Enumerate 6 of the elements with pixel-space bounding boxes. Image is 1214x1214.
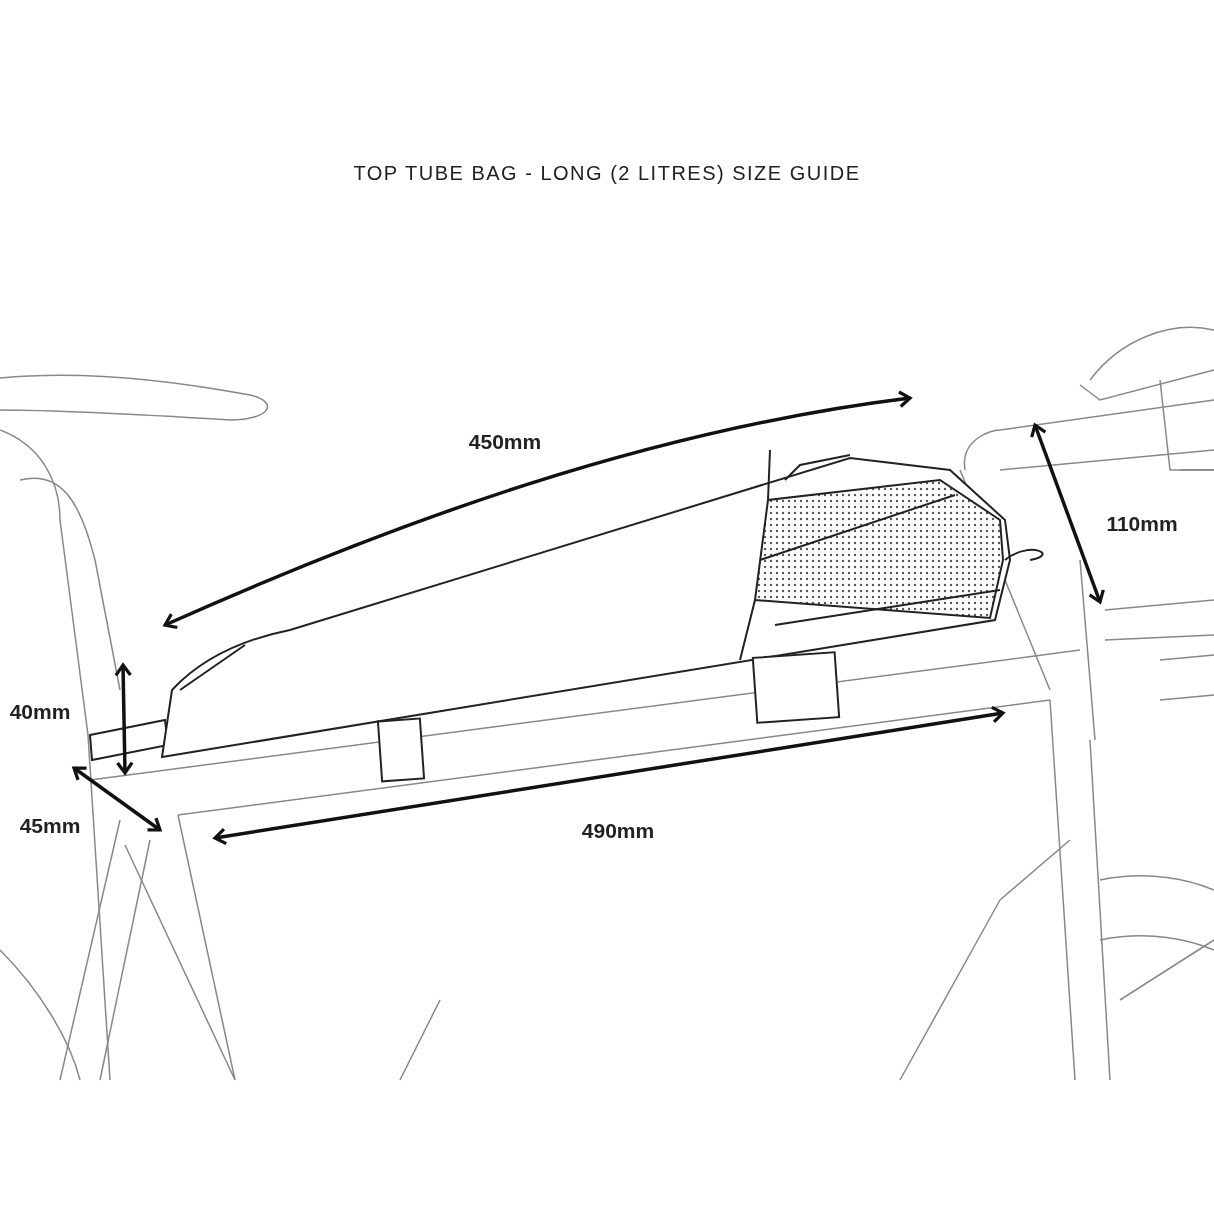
title: TOP TUBE BAG - LONG (2 LITRES) SIZE GUIDE bbox=[353, 161, 861, 185]
dimension-label: 40mm bbox=[9, 700, 71, 724]
dimension-label: 490mm bbox=[581, 819, 655, 843]
dimension-label: 450mm bbox=[468, 430, 542, 454]
dimension-label: 110mm bbox=[1106, 512, 1178, 536]
dimension-label: 45mm bbox=[19, 814, 81, 838]
